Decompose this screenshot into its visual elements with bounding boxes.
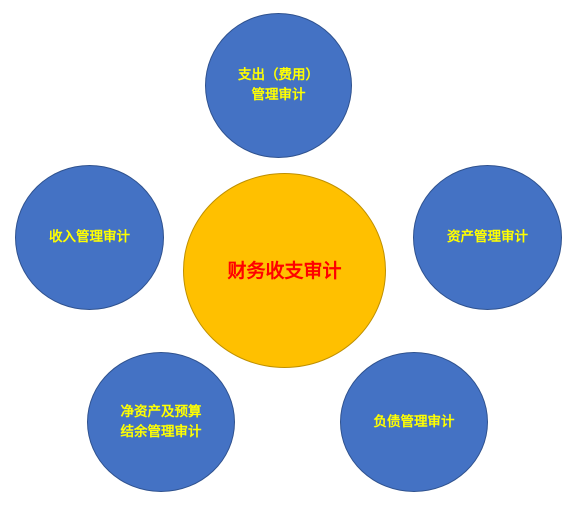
- node-label-line2: 结余管理审计: [120, 423, 202, 440]
- center-node-financial-audit: 财务收支审计: [183, 173, 386, 368]
- node-label-line1: 净资产及预算: [120, 403, 202, 420]
- node-label: 支出（费用） 管理审计: [238, 67, 319, 104]
- node-expense-management-audit: 支出（费用） 管理审计: [205, 13, 352, 158]
- node-liability-management-audit: 负债管理审计: [340, 352, 488, 492]
- node-label-line1: 收入管理审计: [49, 229, 130, 245]
- node-label-line2: 管理审计: [251, 87, 306, 103]
- node-label: 净资产及预算 结余管理审计: [121, 404, 202, 441]
- node-label: 负债管理审计: [374, 414, 455, 431]
- center-label-text: 财务收支审计: [227, 259, 342, 282]
- node-label: 资产管理审计: [447, 229, 528, 246]
- node-net-assets-budget-audit: 净资产及预算 结余管理审计: [87, 352, 235, 492]
- node-label-line1: 支出（费用）: [238, 67, 319, 83]
- node-label: 收入管理审计: [49, 229, 130, 246]
- center-label: 财务收支审计: [227, 259, 341, 283]
- node-asset-management-audit: 资产管理审计: [413, 165, 562, 310]
- node-income-management-audit: 收入管理审计: [15, 165, 164, 310]
- node-label-line1: 资产管理审计: [447, 229, 528, 245]
- node-label-line1: 负债管理审计: [373, 413, 455, 430]
